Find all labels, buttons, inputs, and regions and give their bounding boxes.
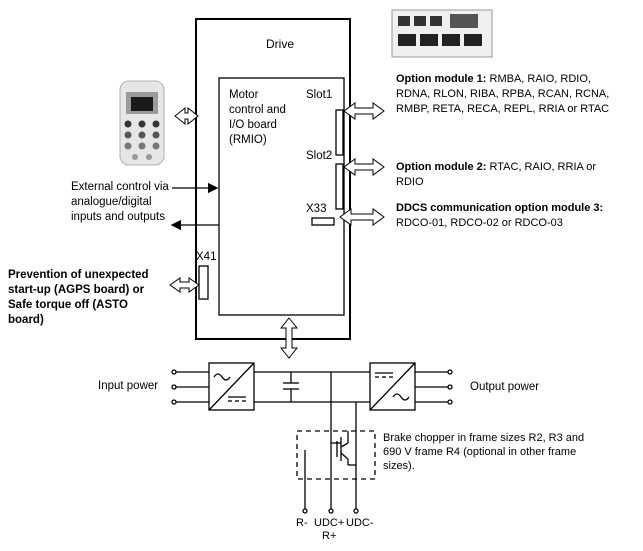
terminal-udc-minus: UDC- [346, 517, 374, 529]
slot1-connector [335, 109, 344, 156]
option1-head: Option module 1: [396, 73, 487, 85]
rmio-board-box [218, 77, 345, 316]
x33-double-arrow [339, 208, 385, 226]
brake-chopper [296, 430, 376, 480]
panel-double-arrow [174, 106, 199, 126]
rmio-label-line: Motor [229, 89, 259, 101]
slot1-double-arrow [343, 102, 385, 120]
option2-line2: RDIO [396, 176, 424, 188]
x33-connector [311, 217, 335, 226]
brake-line: 690 V frame R4 (optional in other frame [383, 446, 577, 458]
option-module-image [391, 9, 493, 58]
slot2-label: Slot2 [306, 150, 333, 162]
option1-line1: RMBA, RAIO, RDIO, [486, 73, 591, 85]
option1-label: Option module 1: RMBA, RAIO, RDIO, RDNA,… [396, 72, 609, 117]
terminal-leads [302, 479, 359, 514]
brake-line: sizes). [383, 460, 415, 472]
brake-chopper-label: Brake chopper in frame sizes R2, R3 and … [383, 431, 584, 473]
x41-connector [198, 265, 209, 300]
option2-head: Option module 2: [396, 161, 487, 173]
control-panel-image [119, 80, 165, 166]
external-control-line: External control via [71, 181, 169, 193]
terminal-r-plus: R+ [322, 530, 337, 542]
external-control-line: inputs and outputs [71, 211, 165, 223]
rmio-label-line: I/O board [229, 119, 277, 131]
x41-label: X41 [196, 251, 217, 263]
option3-label: DDCS communication option module 3: RDCO… [396, 201, 603, 231]
option3-head: DDCS communication option module 3: [396, 202, 604, 214]
inverter-symbol [369, 362, 416, 411]
rmio-label: Motor control and I/O board (RMIO) [229, 88, 286, 148]
input-power-lines [171, 369, 209, 405]
prevention-label: Prevention of unexpected start-up (AGPS … [8, 268, 149, 328]
x41-double-arrow [169, 277, 200, 293]
option2-label: Option module 2: RTAC, RAIO, RRIA or RDI… [396, 160, 596, 190]
drive-power-double-arrow [279, 317, 299, 359]
input-power-label: Input power [98, 380, 159, 392]
slot2-connector [335, 163, 344, 210]
output-power-lines [415, 369, 453, 405]
prevention-line: board) [8, 314, 44, 326]
prevention-line: Safe torque off (ASTO [8, 299, 128, 311]
external-control-label: External control via analogue/digital in… [71, 180, 169, 225]
rectifier-symbol [208, 362, 255, 411]
option2-line1: RTAC, RAIO, RRIA or [486, 161, 597, 173]
option1-line2: RDNA, RLON, RIBA, RPBA, RCAN, RCNA, [396, 88, 610, 100]
rmio-label-line: control and [229, 104, 286, 116]
terminal-r-minus: R- [296, 517, 308, 529]
prevention-line: Prevention of unexpected [8, 269, 149, 281]
x33-label: X33 [306, 203, 327, 215]
terminal-udc-plus: UDC+ [314, 517, 345, 529]
brake-line: Brake chopper in frame sizes R2, R3 and [383, 432, 585, 444]
drive-title: Drive [266, 37, 295, 51]
option1-line3: RMBP, RETA, RECA, REPL, RRIA or RTAC [396, 103, 610, 115]
option3-line2: RDCO-01, RDCO-02 or RDCO-03 [396, 217, 563, 229]
output-power-label: Output power [470, 381, 540, 393]
slot1-label: Slot1 [306, 89, 333, 101]
dc-bus [254, 371, 370, 431]
prevention-line: start-up (AGPS board) or [8, 284, 145, 296]
slot2-double-arrow [343, 158, 385, 176]
rmio-label-line: (RMIO) [229, 134, 267, 146]
external-control-line: analogue/digital [71, 196, 152, 208]
